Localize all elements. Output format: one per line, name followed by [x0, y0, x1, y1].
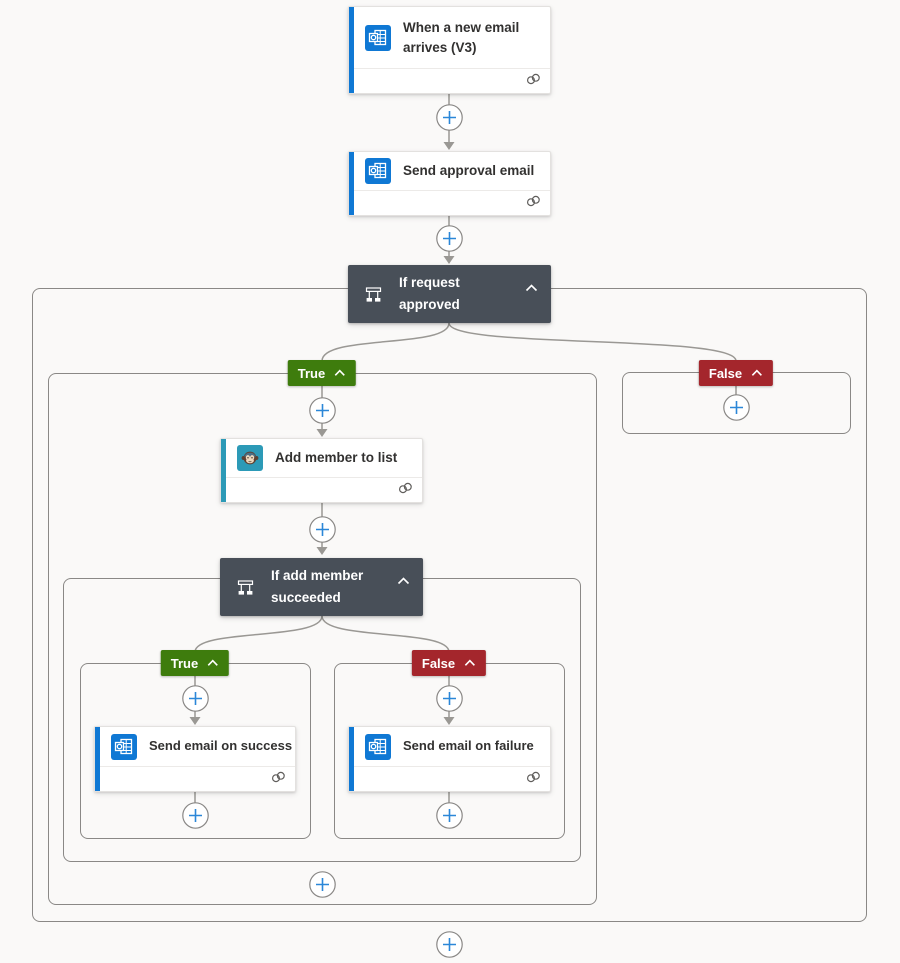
- outlook-icon: [111, 733, 137, 760]
- insert-step-button[interactable]: [308, 515, 336, 543]
- card-accent: [349, 152, 354, 215]
- chevron-up-icon[interactable]: [207, 659, 219, 667]
- email-success-card[interactable]: Send email on success: [94, 726, 296, 792]
- mailchimp-icon: [237, 445, 263, 471]
- card-accent: [221, 439, 226, 502]
- badge-label: False: [421, 655, 456, 671]
- insert-step-button[interactable]: [181, 684, 209, 712]
- connection-icon: [271, 770, 286, 788]
- request-true-badge[interactable]: True: [287, 360, 357, 386]
- chevron-up-icon[interactable]: [751, 369, 763, 377]
- plus-icon: [435, 801, 463, 829]
- plus-icon: [722, 393, 750, 421]
- plus-icon: [308, 515, 336, 543]
- condition-icon: [363, 285, 384, 304]
- member-true-badge[interactable]: True: [160, 650, 230, 676]
- condition-member-title: If add member succeeded: [271, 568, 364, 605]
- card-accent: [349, 7, 354, 93]
- add-action-button[interactable]: [181, 801, 209, 829]
- insert-step-button[interactable]: [308, 396, 336, 424]
- trigger-title: When a new email arrives (V3): [403, 19, 520, 55]
- insert-step-button[interactable]: [435, 103, 463, 131]
- request-false-badge[interactable]: False: [698, 360, 774, 386]
- insert-step-button[interactable]: [435, 684, 463, 712]
- plus-icon: [435, 684, 463, 712]
- email-success-title: Send email on success: [149, 738, 293, 754]
- chevron-up-icon[interactable]: [464, 659, 476, 667]
- badge-label: False: [708, 365, 743, 381]
- add-action-button[interactable]: [722, 393, 750, 421]
- add-action-button[interactable]: [308, 870, 336, 898]
- plus-icon: [435, 930, 463, 958]
- email-failure-card[interactable]: Send email on failure: [348, 726, 551, 792]
- connection-icon: [526, 194, 541, 212]
- outlook-icon: [365, 733, 391, 760]
- connection-icon: [526, 72, 541, 90]
- connection-icon: [526, 770, 541, 788]
- chevron-up-icon[interactable]: [397, 572, 410, 590]
- insert-step-button[interactable]: [435, 224, 463, 252]
- plus-icon: [435, 224, 463, 252]
- plus-icon: [181, 684, 209, 712]
- plus-icon: [308, 396, 336, 424]
- condition-icon: [235, 578, 256, 597]
- add-action-button[interactable]: [435, 930, 463, 958]
- add-member-card[interactable]: Add member to list: [220, 438, 423, 503]
- add-action-button[interactable]: [435, 801, 463, 829]
- card-accent: [95, 727, 100, 791]
- plus-icon: [181, 801, 209, 829]
- outlook-icon: [365, 24, 391, 51]
- email-failure-title: Send email on failure: [403, 738, 534, 754]
- condition-member-card[interactable]: If add member succeeded: [220, 558, 423, 616]
- approval-title: Send approval email: [403, 163, 535, 179]
- badge-label: True: [170, 655, 199, 671]
- connection-icon: [398, 481, 413, 499]
- trigger-card[interactable]: When a new email arrives (V3): [348, 6, 551, 94]
- member-false-badge[interactable]: False: [411, 650, 487, 676]
- chevron-up-icon[interactable]: [525, 279, 538, 297]
- send-approval-email-card[interactable]: Send approval email: [348, 151, 551, 216]
- plus-icon: [308, 870, 336, 898]
- plus-icon: [435, 103, 463, 131]
- card-accent: [349, 727, 354, 791]
- badge-label: True: [297, 365, 326, 381]
- condition-request-card[interactable]: If request approved: [348, 265, 551, 323]
- add-member-title: Add member to list: [275, 450, 398, 466]
- outlook-icon: [365, 158, 391, 184]
- condition-request-title: If request approved: [399, 275, 460, 312]
- chevron-up-icon[interactable]: [334, 369, 346, 377]
